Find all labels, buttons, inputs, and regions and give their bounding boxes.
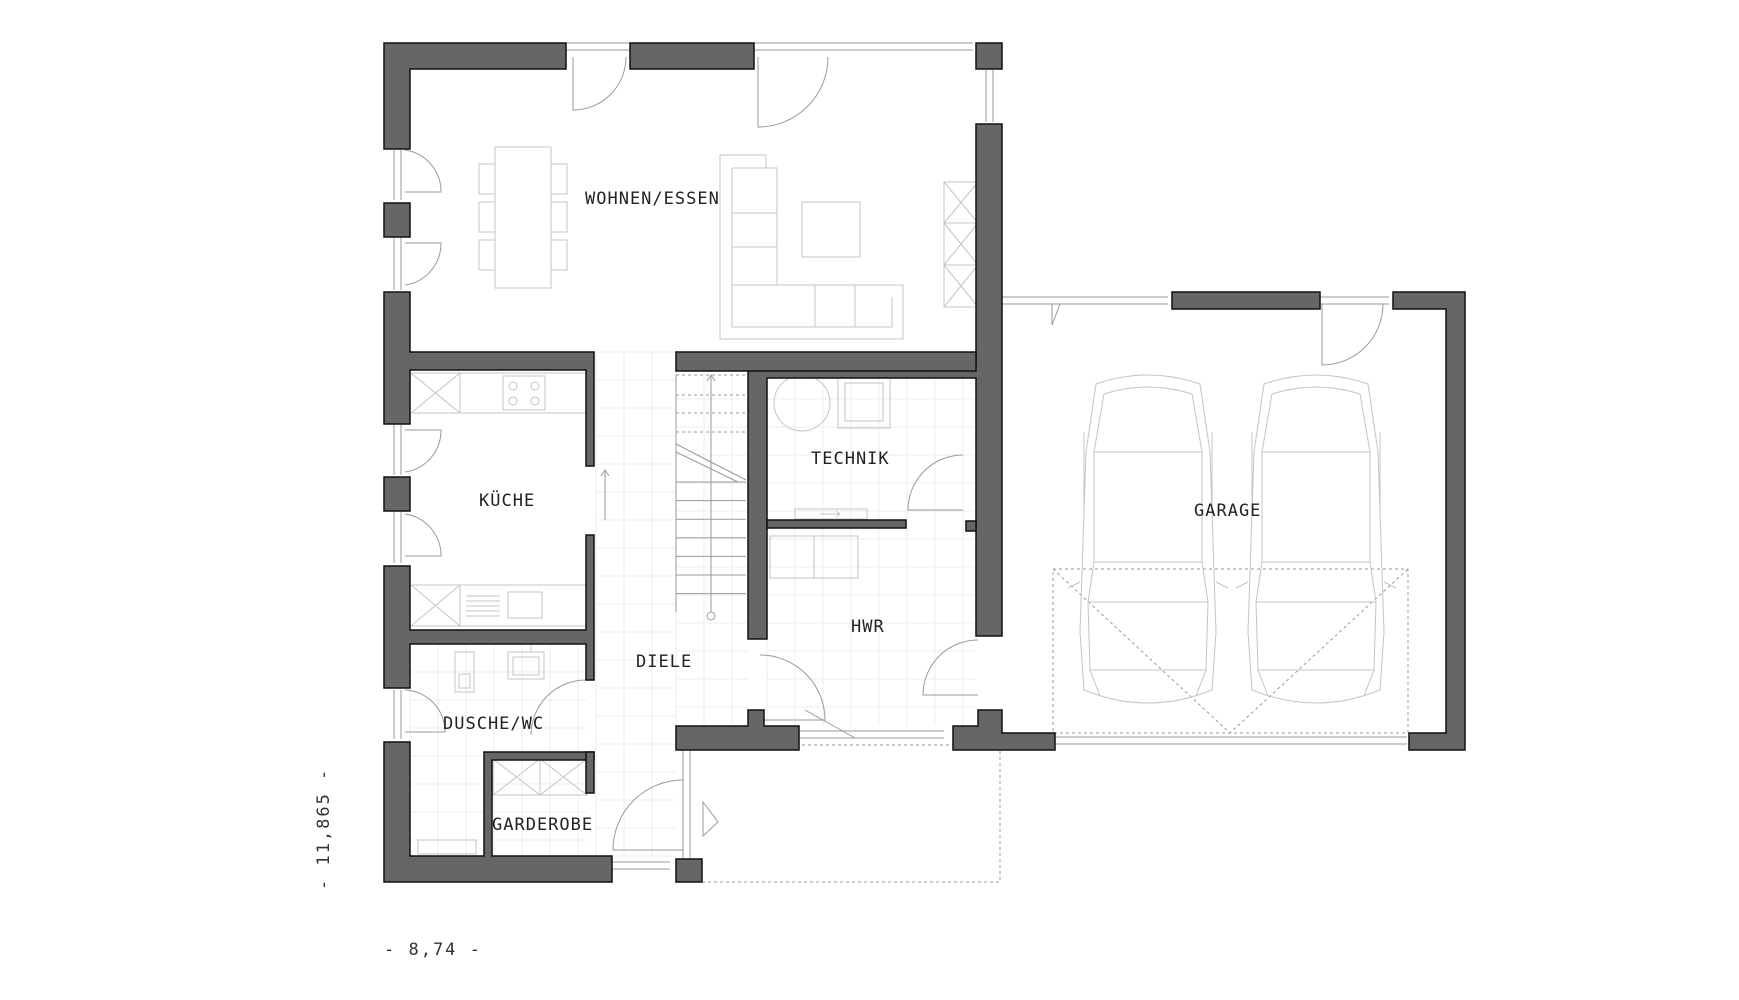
garage-door-diagonals	[1052, 568, 1409, 734]
room-label-dusche: DUSCHE/WC	[443, 714, 544, 734]
floor-tiles	[409, 351, 976, 857]
room-label-kueche: KÜCHE	[479, 489, 535, 511]
room-label-garage: GARAGE	[1194, 501, 1261, 521]
cars	[1067, 374, 1397, 704]
room-label-wohnen: WOHNEN/ESSEN	[585, 189, 720, 209]
doors	[404, 56, 1384, 851]
technik-equipment	[773, 374, 891, 520]
hwr-machines	[769, 535, 859, 579]
room-label-technik: TECHNIK	[811, 449, 890, 469]
windows	[393, 42, 1407, 874]
room-label-hwr: HWR	[851, 617, 885, 637]
porch-outline	[700, 744, 1001, 883]
sofa	[719, 154, 979, 340]
car	[1235, 374, 1397, 704]
dimension-height: - 11,865 -	[314, 768, 334, 890]
staircase	[600, 374, 747, 621]
car	[1067, 374, 1229, 704]
wardrobe	[492, 758, 588, 796]
bathroom-fixtures	[417, 645, 545, 855]
garage-door-outline	[1052, 568, 1409, 734]
room-label-diele: DIELE	[636, 652, 692, 672]
dining-set	[478, 146, 568, 289]
dimension-width: - 8,74 -	[384, 940, 482, 960]
room-label-garderobe: GARDEROBE	[492, 815, 593, 835]
walls	[383, 42, 1466, 883]
